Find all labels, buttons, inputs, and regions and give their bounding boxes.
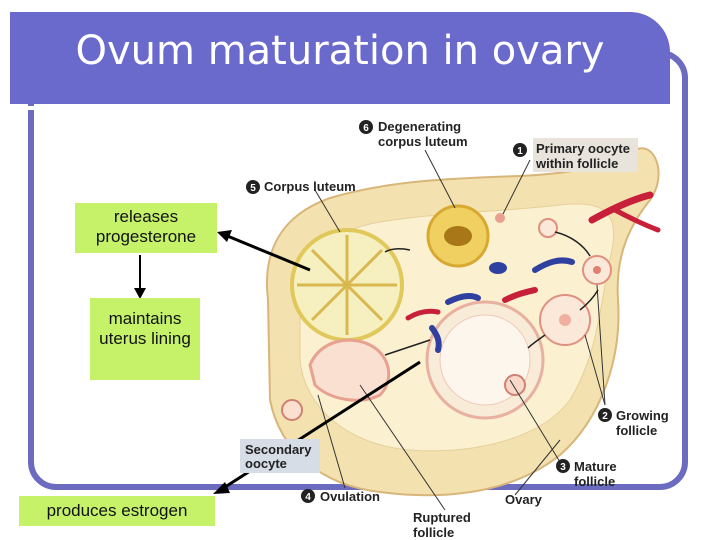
svg-text:Degenerating: Degenerating <box>378 119 461 134</box>
blood-vessel-blue-1 <box>532 257 575 273</box>
mature-oocyte <box>504 374 526 396</box>
svg-text:Primary oocyte: Primary oocyte <box>536 141 630 156</box>
label-ovary: Ovary <box>505 492 543 507</box>
svg-text:Ruptured: Ruptured <box>413 510 471 525</box>
label-ovulation: 4 Ovulation <box>301 489 380 504</box>
blood-vessel-blue-4 <box>489 262 507 274</box>
svg-text:4: 4 <box>305 492 311 503</box>
svg-text:Ovulation: Ovulation <box>320 489 380 504</box>
label-mature-follicle: 3 Mature follicle <box>556 459 617 489</box>
pointer-lines <box>314 149 606 511</box>
svg-text:Growing: Growing <box>616 408 669 423</box>
label-primary-oocyte: 1 Primary oocyte within follicle <box>513 138 638 172</box>
svg-text:Corpus luteum: Corpus luteum <box>264 179 356 194</box>
svg-text:5: 5 <box>250 183 256 194</box>
releases-progesterone-box: releases progesterone <box>75 203 217 253</box>
label-ruptured-follicle: Ruptured follicle <box>413 510 471 540</box>
svg-text:corpus luteum: corpus luteum <box>378 134 468 149</box>
label-secondary-oocyte: Secondary oocyte <box>240 439 320 473</box>
blood-vessel-red-2 <box>612 207 661 233</box>
svg-text:3: 3 <box>560 462 566 473</box>
title-bar <box>10 12 670 110</box>
label-corpus-luteum: 5 Corpus luteum <box>246 179 356 194</box>
blood-vessel-red-4 <box>405 308 441 321</box>
blood-vessel-red-3 <box>502 287 538 303</box>
slide-title: Ovum maturation in ovary <box>75 28 605 74</box>
label-degenerating: 6 Degenerating corpus luteum <box>359 119 468 149</box>
svg-text:within follicle: within follicle <box>535 156 618 171</box>
primary-follicle <box>538 218 558 238</box>
svg-text:follicle: follicle <box>574 474 615 489</box>
corpus-luteum-folds <box>297 235 397 335</box>
label-growing-follicle: 2 Growing follicle <box>598 408 669 438</box>
primary-oocyte <box>495 213 505 223</box>
svg-text:Secondary: Secondary <box>245 442 312 457</box>
svg-text:2: 2 <box>602 411 608 422</box>
svg-text:Mature: Mature <box>574 459 617 474</box>
cycle-arrows <box>384 231 599 356</box>
blood-vessel-blue-2 <box>445 292 481 305</box>
svg-text:follicle: follicle <box>616 423 657 438</box>
blood-vessel-red-1 <box>588 191 654 224</box>
svg-text:follicle: follicle <box>413 525 454 540</box>
maintains-uterus-lining-box: maintains uterus lining <box>90 298 200 380</box>
produces-estrogen-box: produces estrogen <box>19 496 215 526</box>
growing-oocyte-large <box>559 314 571 326</box>
svg-text:1: 1 <box>517 146 523 157</box>
svg-text:oocyte: oocyte <box>245 456 287 471</box>
blood-vessel-blue-3 <box>429 325 442 353</box>
svg-text:6: 6 <box>363 123 369 134</box>
degenerating-core <box>444 226 472 246</box>
ruptured-follicle <box>308 338 391 402</box>
secondary-oocyte <box>281 399 303 421</box>
growing-oocyte-small <box>593 266 601 274</box>
